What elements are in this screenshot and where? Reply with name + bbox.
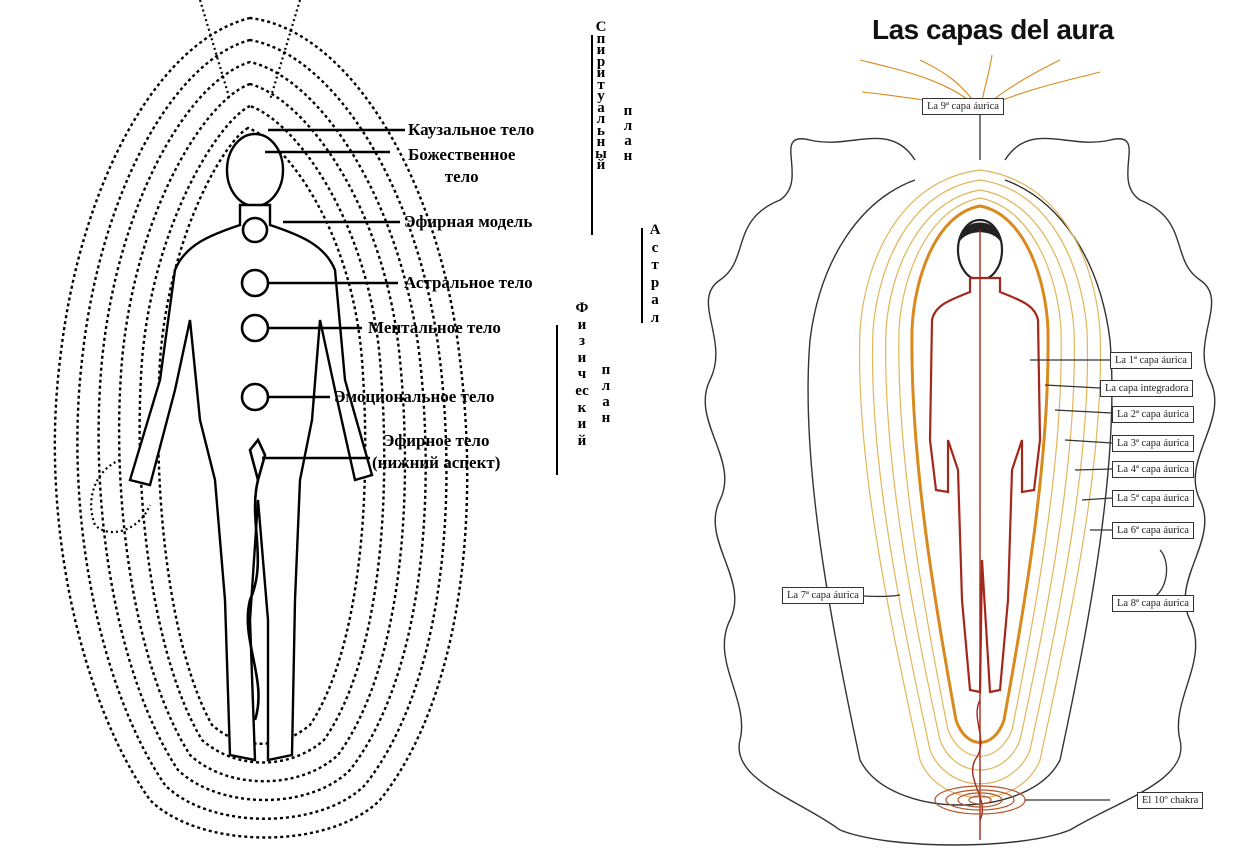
layer-5-label: La 5ª capa áurica — [1112, 490, 1194, 507]
chakra-10-label: El 10º chakra — [1137, 792, 1203, 809]
physical-plan-word: план — [599, 362, 613, 426]
layer-4-label: La 4ª capa áurica — [1112, 461, 1194, 478]
l8-pointer — [1150, 550, 1167, 600]
layer-2-label: La 2ª capa áurica — [1112, 406, 1194, 423]
layer-8-label: La 8ª capa áurica — [1112, 595, 1194, 612]
layer-6-label: La 6ª capa áurica — [1112, 522, 1194, 539]
layer-9-label: La 9ª capa áurica — [922, 98, 1004, 115]
grounding-cord — [973, 700, 983, 820]
spiritual-plane-word: Спиритуальный — [594, 22, 608, 172]
emotional-body-label: Эмоциональное тело — [334, 387, 494, 407]
aura-figure-illustration — [690, 0, 1244, 856]
spiritual-plane-bracket — [591, 35, 593, 235]
right-diagram: Las capas del aura — [690, 0, 1244, 856]
integradora-pointer — [1045, 385, 1100, 388]
left-diagram: Каузальное тело Божественное тело Эфирна… — [0, 0, 680, 856]
spiritual-plan-word: план — [621, 104, 635, 164]
etheric-lower-label: Эфирное тело (нижний аспект) — [372, 430, 500, 474]
divine-body-label: Божественное тело — [408, 144, 515, 188]
integrating-layer-label: La capa integradora — [1100, 380, 1193, 397]
upper-funnel-right — [270, 0, 300, 100]
physical-plane-bracket — [556, 325, 558, 475]
figure-head — [227, 134, 283, 206]
layer-1-label: La 1ª capa áurica — [1110, 352, 1192, 369]
l2-pointer — [1055, 410, 1112, 413]
physical-plane-word: Физический — [575, 300, 589, 449]
astral-body-label: Астральное тело — [404, 273, 533, 293]
layer-3-label: La 3ª capa áurica — [1112, 435, 1194, 452]
layer-7-label: La 7ª capa áurica — [782, 587, 864, 604]
aura-figure-body — [930, 278, 1040, 692]
astral-plane-word: Астрал — [648, 222, 662, 327]
causal-body-label: Каузальное тело — [408, 120, 534, 140]
astral-plane-bracket — [641, 228, 643, 323]
etheric-model-label: Эфирная модель — [404, 212, 532, 232]
figure-body — [130, 205, 372, 760]
mental-body-label: Ментальное тело — [368, 318, 501, 338]
l3-pointer — [1065, 440, 1112, 443]
l5-pointer — [1082, 498, 1112, 500]
